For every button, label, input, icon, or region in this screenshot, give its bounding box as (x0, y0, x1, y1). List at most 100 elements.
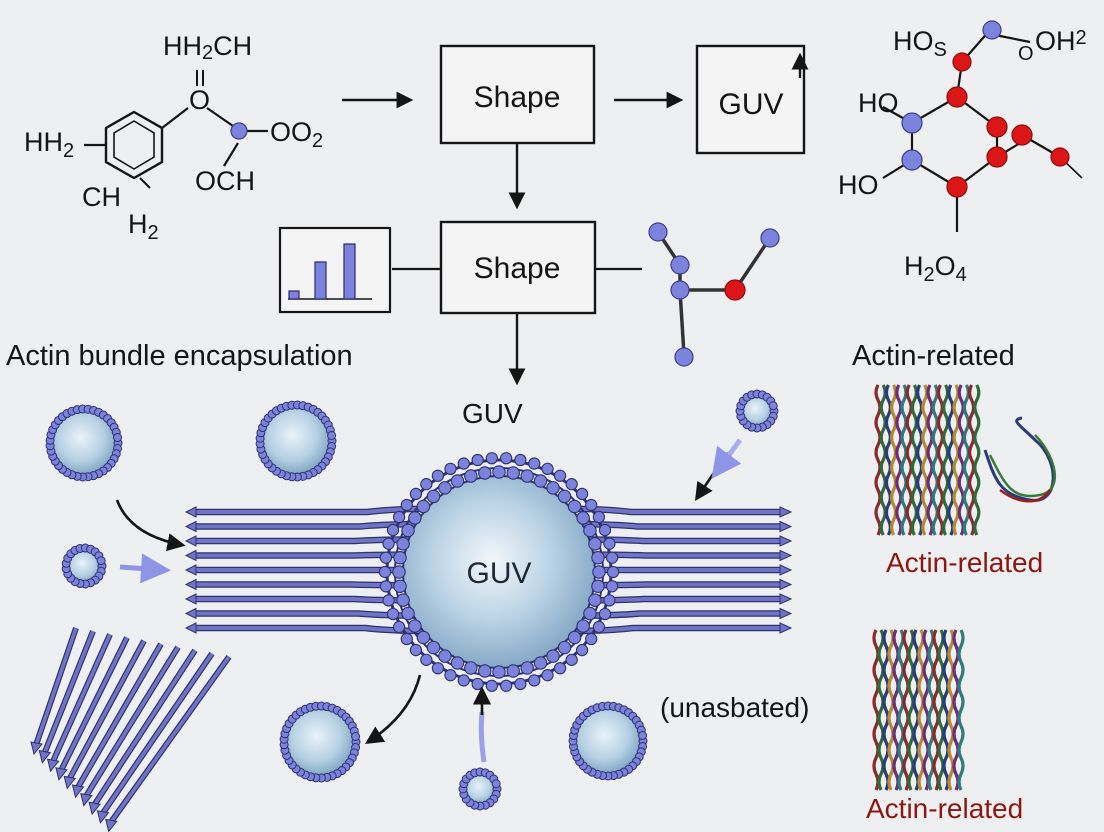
guv-box (695, 44, 806, 155)
membrane-bead (541, 462, 554, 475)
actin-filament (892, 629, 900, 791)
membrane-bead (541, 669, 554, 682)
guv-box-label: GUV (718, 88, 783, 121)
membrane-bead (400, 632, 413, 646)
bottom-h2-label: H2 (128, 209, 159, 244)
guv-top-label: GUV (462, 398, 523, 429)
light-arrow-up-bottom (478, 711, 487, 763)
membrane-bead (575, 643, 589, 657)
left-formula: HH2 (24, 127, 74, 162)
membrane-bead (553, 662, 567, 675)
diagonal-arrowhead (80, 792, 93, 807)
vesicle-bead (638, 731, 648, 741)
diagonal-arrowhead (63, 775, 77, 790)
filament-arrowhead-left (184, 622, 197, 634)
membrane-bead (431, 662, 445, 675)
membrane-bead (392, 620, 406, 634)
diagonal-filament (75, 643, 163, 789)
membrane-bead (426, 640, 441, 655)
membrane-bead (533, 656, 548, 670)
membrane-bead (408, 619, 422, 633)
diagonal-arrowhead (30, 741, 43, 756)
membrane-bead (438, 649, 452, 663)
membrane-bead (567, 630, 582, 645)
actin-filament (932, 629, 940, 791)
h2o4-label: H2O4 (904, 251, 967, 286)
membrane-bead (506, 466, 520, 480)
actin-filament (890, 384, 898, 536)
membrane-bead (401, 523, 415, 538)
filament-arrowhead-left (184, 535, 197, 547)
actin-filament (936, 384, 944, 536)
filament-arrowhead-left (184, 564, 197, 576)
large-guv: GUV (378, 452, 620, 692)
membrane-bead (514, 453, 527, 467)
membrane-bead (420, 653, 433, 666)
actin-filament (942, 384, 950, 536)
oxygen-atom-label: O (189, 85, 210, 115)
flowchart: Shape GUV Shape (278, 44, 809, 386)
filament-arrowhead-right (779, 607, 793, 620)
actin-filament (905, 384, 913, 536)
filament-arrowhead-left (184, 520, 197, 533)
membrane-bead (457, 457, 470, 470)
membrane-bead (378, 565, 392, 579)
actin-related-mid-label: Actin-related (886, 547, 1043, 578)
membrane-bead (583, 606, 597, 621)
membrane-bead (528, 457, 541, 470)
actin-filament (937, 629, 945, 791)
small-molecule-graph (648, 222, 780, 367)
actin-filament (921, 384, 929, 536)
membrane-bead (567, 499, 582, 514)
membrane-bead (401, 606, 415, 621)
membrane-bead (557, 489, 572, 504)
vesicle-bead (351, 732, 361, 742)
membrane-bead (431, 469, 445, 482)
actin-filament (879, 384, 887, 536)
filament-arrowhead-left (184, 578, 197, 591)
membrane-bead (591, 551, 605, 565)
membrane-bead (409, 487, 423, 501)
light-arrow-in-right (711, 438, 743, 479)
membrane-bead (514, 677, 527, 691)
ho-top-label: HOS (893, 26, 947, 61)
guv-center-label: GUV (466, 557, 531, 590)
blue-atom (230, 122, 248, 140)
membrane-bead (408, 511, 422, 525)
vesicle-bead (96, 556, 106, 566)
membrane-bead (478, 466, 492, 480)
membrane-bead (382, 594, 395, 607)
left-molecule: HH2CH O HH2 OO2 OCH CH H2 (24, 31, 323, 244)
diagonal-filament-bundle (30, 627, 232, 832)
diagonal-filament (42, 630, 95, 755)
membrane-bead (379, 551, 393, 564)
actin-filament (910, 384, 918, 536)
actin-related-top-label: Actin-related (852, 340, 1015, 372)
filament-arrowhead-left (184, 549, 197, 562)
membrane-bead (492, 665, 506, 679)
bar-chart-icon (278, 226, 392, 314)
guv-membrane-beads (378, 452, 620, 692)
membrane-bead (471, 677, 484, 691)
vesicle-bead (113, 433, 123, 443)
vesicle-bead (491, 779, 501, 789)
shape-box-middle-label: Shape (474, 252, 561, 285)
arrows (115, 438, 743, 763)
actin-filament (962, 384, 970, 536)
membrane-bead (546, 649, 560, 663)
actin-filament (887, 629, 895, 791)
actin-filament (922, 629, 930, 791)
membrane-bead (546, 481, 560, 495)
actin-bundle-label: Actin bundle encapsulation (6, 340, 353, 372)
membrane-bead (603, 537, 616, 550)
shape-box-top-label: Shape (474, 81, 561, 114)
membrane-bead (426, 489, 441, 504)
actin-filament (927, 629, 935, 791)
membrane-bead (393, 579, 407, 593)
filament-arrowhead-left (184, 607, 197, 620)
filament-arrowhead-right (779, 506, 793, 518)
unasbated-label: (unasbated) (660, 692, 809, 723)
actin-filament (874, 384, 882, 536)
actin-filament (884, 384, 892, 536)
